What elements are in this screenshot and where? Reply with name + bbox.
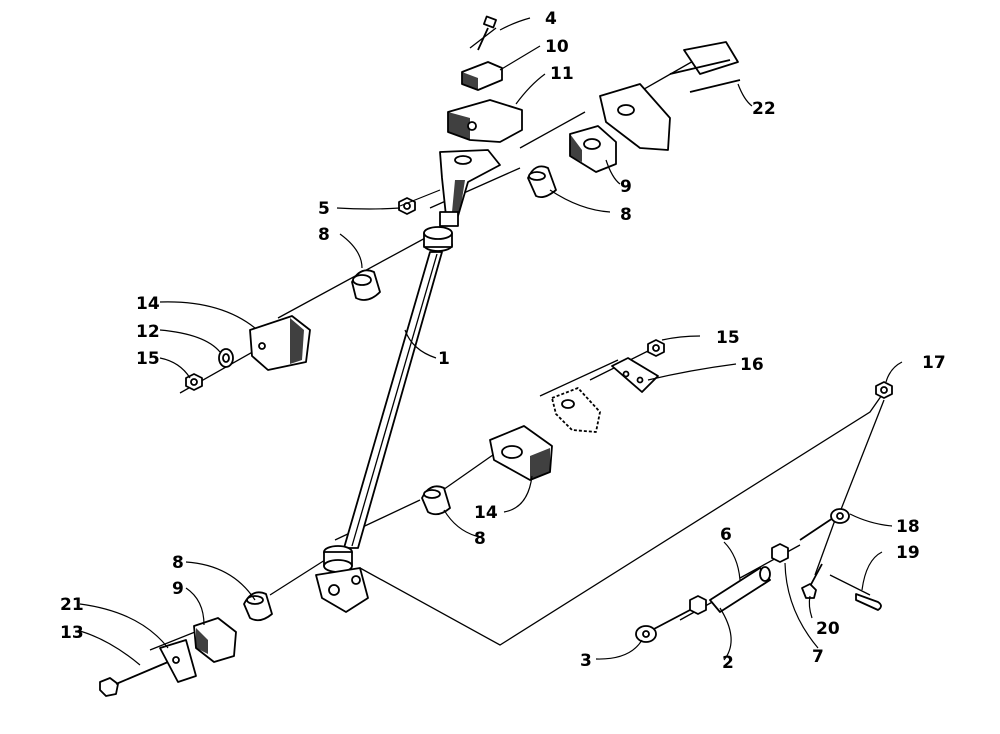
washer-12 xyxy=(218,348,234,368)
callout-15-left: 15 xyxy=(136,349,160,369)
callout-9-upper: 9 xyxy=(620,177,632,197)
jam-nut-2 xyxy=(689,595,707,615)
pitman-arm xyxy=(315,567,369,613)
lock-nut-17 xyxy=(875,381,893,399)
bracket-21 xyxy=(159,639,197,683)
callout-2: 2 xyxy=(722,653,734,673)
callout-11: 11 xyxy=(550,64,574,84)
callout-4: 4 xyxy=(545,9,557,29)
block-11 xyxy=(447,99,523,143)
cotter-pin-19 xyxy=(855,593,882,611)
callout-16: 16 xyxy=(740,355,764,375)
block-10 xyxy=(461,61,503,91)
cap-screw-20 xyxy=(801,563,823,599)
callout-20: 20 xyxy=(816,619,840,639)
callout-5: 5 xyxy=(318,199,330,219)
callout-1: 1 xyxy=(438,349,450,369)
callout-8-lower: 8 xyxy=(474,529,486,549)
callout-8-left: 8 xyxy=(318,225,330,245)
callout-labels: 4 10 11 22 9 8 5 8 14 12 15 1 15 16 17 1… xyxy=(60,9,946,673)
bushing-8-lower xyxy=(421,485,451,516)
mounting-plate-lower xyxy=(551,387,601,433)
u-bolt-22 xyxy=(669,41,741,93)
mounting-plate-upper xyxy=(599,83,671,151)
lock-nut-15-right xyxy=(647,339,665,357)
callout-15-right: 15 xyxy=(716,328,740,348)
callout-17: 17 xyxy=(922,353,946,373)
block-9-lower xyxy=(193,617,237,663)
callout-9-lower: 9 xyxy=(172,579,184,599)
bushing-8-bottom xyxy=(243,591,273,622)
block-9-upper xyxy=(569,125,617,173)
plate-16 xyxy=(611,357,659,393)
callout-7: 7 xyxy=(812,647,824,667)
block-14-lower xyxy=(489,425,553,481)
leader-lines xyxy=(79,17,903,666)
steering-post-top-bracket xyxy=(439,149,501,227)
block-14-upper xyxy=(249,315,311,371)
callout-18: 18 xyxy=(896,517,920,537)
callout-14-upper: 14 xyxy=(136,294,160,314)
callout-8-bottom: 8 xyxy=(172,553,184,573)
cap-screw-13 xyxy=(99,661,169,697)
callout-6: 6 xyxy=(720,525,732,545)
bushing-8-upper xyxy=(527,165,557,199)
callout-22: 22 xyxy=(752,99,776,119)
tie-rod-sleeve-6 xyxy=(709,566,771,613)
tie-rod-end-18 xyxy=(799,508,850,541)
jam-nut-7 xyxy=(771,543,789,563)
callout-19: 19 xyxy=(896,543,920,563)
callout-21: 21 xyxy=(60,595,84,615)
steering-post xyxy=(323,226,453,573)
callout-13: 13 xyxy=(60,623,84,643)
callout-10: 10 xyxy=(545,37,569,57)
bushing-8-left xyxy=(351,269,381,301)
callout-12: 12 xyxy=(136,322,160,342)
callout-14-lower: 14 xyxy=(474,503,498,523)
cap-screw-4 xyxy=(477,15,497,51)
callout-3: 3 xyxy=(580,651,592,671)
callout-8-upper: 8 xyxy=(620,205,632,225)
tie-rod-end-3 xyxy=(635,609,691,643)
